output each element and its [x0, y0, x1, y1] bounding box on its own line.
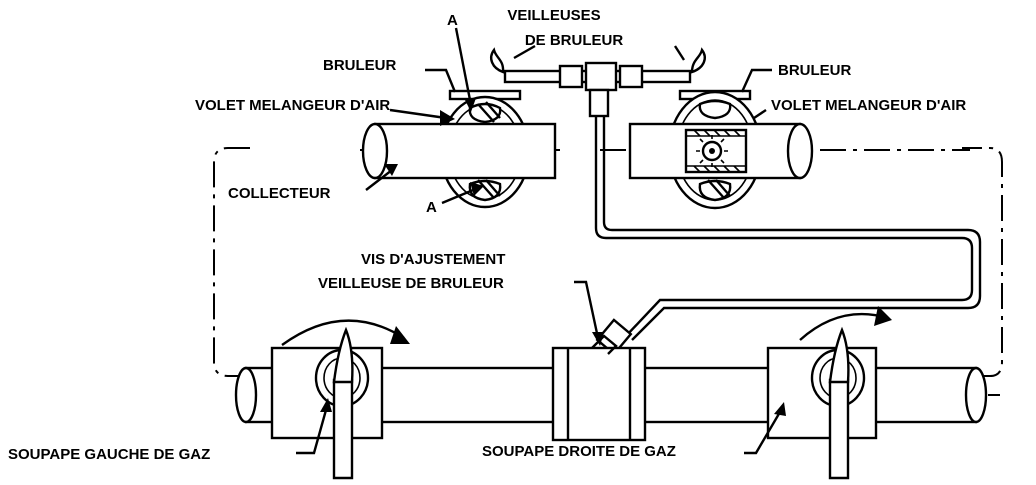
- label-pilots-line1: VEILLEUSES: [507, 7, 600, 24]
- manifold-loop-outline: [213, 147, 1003, 377]
- label-air-shutter-left: VOLET MELANGEUR D'AIR: [195, 97, 390, 114]
- leader-lines: [296, 27, 786, 455]
- pilot-flame-left: [490, 47, 505, 74]
- right-gas-valve: [766, 306, 892, 480]
- label-valve-right: SOUPAPE DROITE DE GAZ: [482, 443, 676, 460]
- label-manifold: COLLECTEUR: [228, 185, 331, 202]
- label-air-shutter-right: VOLET MELANGEUR D'AIR: [771, 97, 966, 114]
- pilot-flame-right: [690, 47, 706, 74]
- label-pilots-line2: DE BRULEUR: [525, 32, 624, 49]
- left-gas-valve: [270, 319, 410, 480]
- label-adjust-line2: VEILLEUSE DE BRULEUR: [318, 275, 504, 292]
- left-burner-assembly: [361, 89, 557, 209]
- right-burner-assembly: [628, 89, 814, 210]
- label-adjust-line1: VIS D'AJUSTEMENT: [361, 251, 505, 268]
- label-burner-right: BRULEUR: [778, 62, 851, 79]
- label-section-a-bottom: A: [426, 199, 437, 216]
- label-burner-left: BRULEUR: [323, 57, 396, 74]
- label-section-a-top: A: [447, 12, 458, 29]
- pilot-tube-assembly: [490, 47, 982, 356]
- label-valve-left: SOUPAPE GAUCHE DE GAZ: [8, 446, 210, 463]
